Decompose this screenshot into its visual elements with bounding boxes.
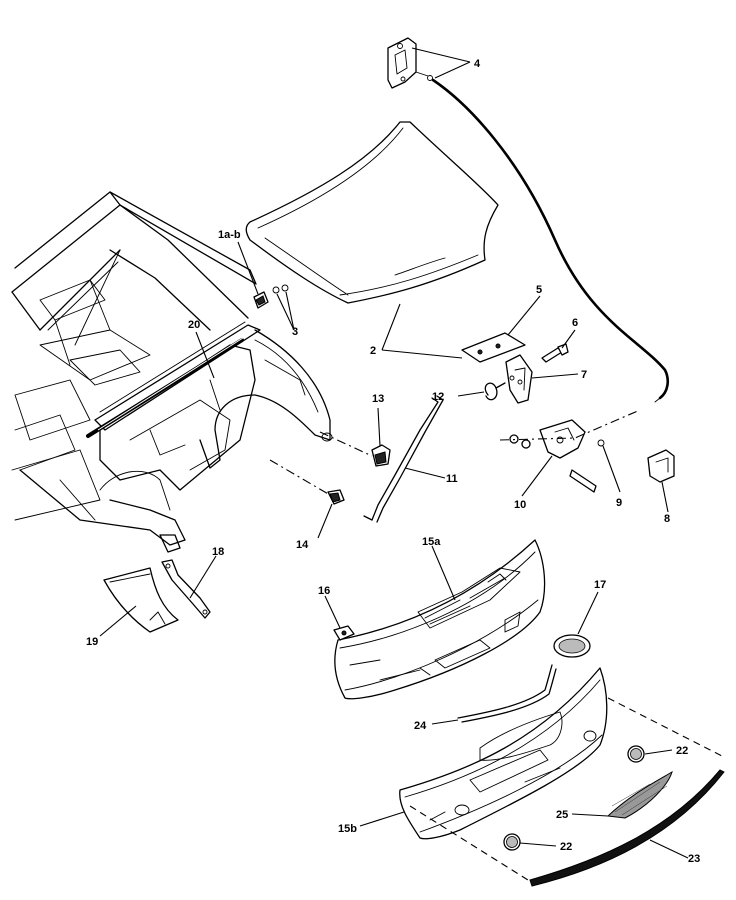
callout-7: 7 <box>581 369 587 381</box>
callout-13: 13 <box>372 393 384 405</box>
callout-15b: 15b <box>338 823 357 835</box>
part-12-spring <box>484 382 506 401</box>
part-11-bonnet-stay <box>363 395 444 523</box>
part-24-trim-strip <box>457 664 557 723</box>
callout-25: 25 <box>556 809 568 821</box>
callout-2: 2 <box>370 345 376 357</box>
callout-10: 10 <box>514 499 526 511</box>
part-20-windscreen-seal <box>86 335 247 438</box>
part-2-bonnet <box>245 121 499 304</box>
leader-lines <box>99 47 689 859</box>
callout-15a: 15a <box>422 536 441 548</box>
part-1ab-bonnet-bush <box>253 291 269 309</box>
part-18-bracket <box>161 559 211 619</box>
callout-labels: 4 1a-b 3 2 20 5 6 7 12 13 11 10 9 8 14 1… <box>86 58 700 865</box>
part-15b-lower-bumper <box>399 667 608 840</box>
part-6-bolt <box>541 343 569 363</box>
part-5-hinge-plate <box>461 332 526 363</box>
callout-22-left: 22 <box>560 841 572 853</box>
callout-5: 5 <box>536 284 542 296</box>
callout-22-right: 22 <box>676 745 688 757</box>
callout-24: 24 <box>414 720 427 732</box>
part-16-clip <box>333 625 355 641</box>
callout-8: 8 <box>664 513 670 525</box>
part-22-fog-lamp-left <box>503 833 521 851</box>
part-8-release-handle <box>647 449 675 483</box>
callout-1a-b: 1a-b <box>218 229 241 241</box>
callout-6: 6 <box>572 317 578 329</box>
part-10-latch <box>509 419 597 493</box>
part-19-splash-shield <box>103 567 179 633</box>
callout-23: 23 <box>688 853 700 865</box>
clip-axis-line <box>319 431 373 457</box>
car-body-shell <box>11 191 333 553</box>
buffer-axis-line <box>269 459 331 496</box>
callout-4: 4 <box>474 58 481 70</box>
part-9-clip <box>597 439 605 447</box>
callout-11: 11 <box>446 473 458 485</box>
assembly-line-upper <box>607 697 723 757</box>
callout-9: 9 <box>616 497 622 509</box>
part-3-screws <box>272 284 289 294</box>
callout-19: 19 <box>86 636 98 648</box>
callout-3: 3 <box>292 326 298 338</box>
callout-14: 14 <box>296 539 309 551</box>
part-13-stay-clip <box>371 444 391 467</box>
part-14-buffer <box>327 489 345 505</box>
callout-12: 12 <box>432 391 444 403</box>
part-7-striker <box>505 354 533 404</box>
part-15a-upper-bumper <box>334 539 546 700</box>
callout-18: 18 <box>212 546 224 558</box>
callout-20: 20 <box>188 319 200 331</box>
callout-17: 17 <box>594 579 606 591</box>
callout-16: 16 <box>318 585 330 597</box>
part-25-grille-mesh <box>606 770 673 819</box>
part-17-badge <box>553 634 591 658</box>
part-23-spoiler-lip <box>529 769 725 887</box>
part-22-fog-lamp-right <box>627 745 645 763</box>
part-4-release-cable <box>387 37 670 403</box>
latch-axis-line <box>499 409 641 441</box>
